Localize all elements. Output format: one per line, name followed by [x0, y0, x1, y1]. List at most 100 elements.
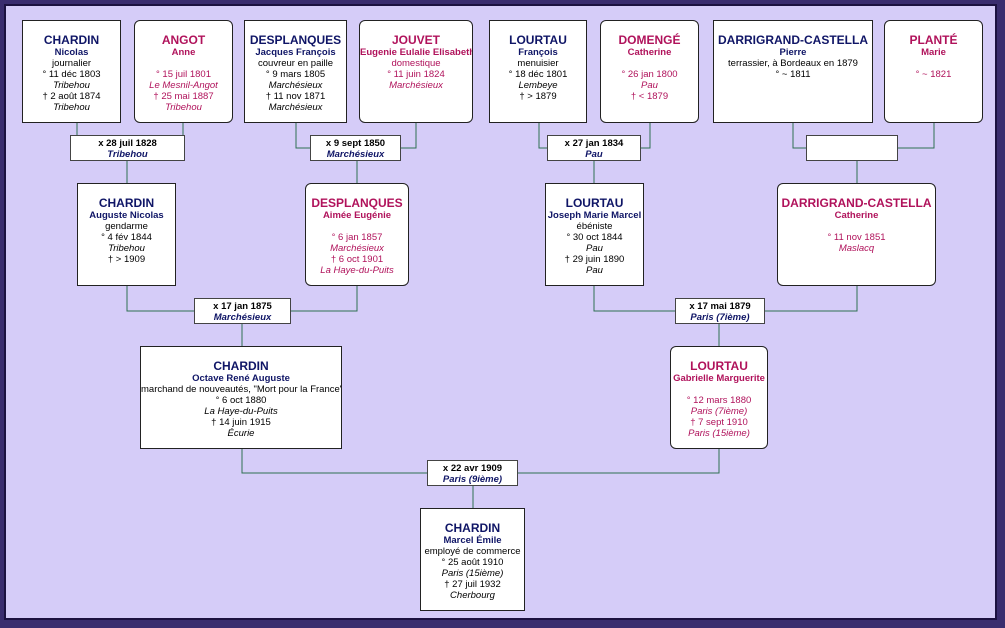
- person-birth: ° 26 jan 1800: [621, 69, 678, 80]
- person-given-name: Gabrielle Marguerite: [673, 373, 765, 384]
- person-given-name: Aimée Eugénie: [322, 210, 392, 221]
- person-given-name: Pierre: [779, 47, 807, 58]
- person-birth: ° 12 mars 1880: [686, 395, 752, 406]
- person-given-name: Joseph Marie Marcel: [547, 210, 642, 221]
- connector-line-15: [593, 286, 675, 312]
- person-death: † 11 nov 1871: [265, 91, 326, 102]
- person-birth-place: Marchésieux: [330, 243, 384, 254]
- person-death: † > 1879: [519, 91, 557, 102]
- connector-line-13: [291, 286, 358, 312]
- person-birth-place: Tribehou: [108, 243, 145, 254]
- person-death: † 14 juin 1915: [211, 417, 271, 428]
- person-occupation: couvreur en paille: [258, 58, 333, 69]
- connector-line-10: [898, 123, 935, 149]
- person-death-place: Écurie: [227, 428, 255, 439]
- person-surname: CHARDIN: [43, 33, 100, 47]
- person-surname: DARRIGRAND-CASTELLA: [781, 196, 932, 210]
- person-birth-place: Marchésieux: [268, 80, 323, 91]
- person-surname: CHARDIN: [213, 359, 269, 373]
- person-death-place: Marchésieux: [268, 102, 323, 113]
- person-occupation: menuisier: [517, 58, 559, 69]
- marriage-date: x 17 mai 1879: [689, 301, 751, 312]
- person-given-name: Eugenie Eulalie Elisabeth: [360, 47, 473, 58]
- person-surname: LOURTAU: [509, 33, 567, 47]
- spacer: [306, 221, 408, 232]
- person-birth-place: Maslacq: [838, 243, 875, 254]
- person-birth-place: Lembeye: [518, 80, 558, 91]
- person-death: † 25 mai 1887: [153, 91, 214, 102]
- person-given-name: Jacques François: [255, 47, 336, 58]
- marriage-place: Marchésieux: [213, 312, 272, 323]
- person-birth-place: Marchésieux: [389, 80, 443, 91]
- person-occupation: marchand de nouveautés, "Mort pour la Fr…: [141, 384, 342, 395]
- person-surname: DOMENGÉ: [618, 33, 681, 47]
- person-birth: ° 11 juin 1824: [387, 69, 445, 80]
- person-given-name: Catherine: [834, 210, 879, 221]
- person-death: † 27 juil 1932: [444, 579, 501, 590]
- person-birth: ° 11 nov 1851: [827, 232, 886, 243]
- person-death: † > 1909: [107, 254, 146, 265]
- person-birth-place: La Haye-du-Puits: [204, 406, 278, 417]
- person-death: † 2 août 1874: [42, 91, 101, 102]
- person-death: † 6 oct 1901: [330, 254, 384, 265]
- connector-line-9: [792, 123, 806, 149]
- person-birth: ° ~ 1821: [915, 69, 952, 80]
- marriage-place: Paris (7ième): [690, 312, 750, 323]
- person-given-name: Marcel Émile: [443, 535, 502, 546]
- person-birth: ° 4 fév 1844: [101, 232, 152, 243]
- person-birth-place: Pau: [586, 243, 603, 254]
- person-birth: ° 15 juil 1801: [155, 69, 212, 80]
- person-birth: ° 11 déc 1803: [42, 69, 101, 80]
- person-birth: ° 25 août 1910: [441, 557, 504, 568]
- person-given-name: Marie: [921, 47, 946, 58]
- person-given-name: Nicolas: [54, 47, 89, 58]
- person-birth-place: Le Mesnil-Angot: [149, 80, 218, 91]
- person-death: † 29 juin 1890: [564, 254, 625, 265]
- person-birth-place: Tribehou: [53, 80, 90, 91]
- person-death-place: Cherbourg: [450, 590, 495, 601]
- spacer: [778, 221, 935, 232]
- person-surname: CHARDIN: [444, 521, 501, 535]
- person-surname: LOURTAU: [565, 196, 624, 210]
- connector-line-7: [641, 123, 651, 149]
- marriage-date: x 22 avr 1909: [442, 463, 503, 474]
- connector-line-16: [765, 286, 858, 312]
- spacer: [885, 58, 982, 69]
- person-death-place: Paris (15ième): [688, 428, 750, 439]
- person-occupation: journalier: [51, 58, 92, 69]
- marriage-place: Marchésieux: [326, 149, 385, 160]
- person-birth: ° ~ 1811: [775, 69, 811, 80]
- connector-line-3: [295, 123, 310, 149]
- person-death-place: Tribehou: [165, 102, 202, 113]
- marriage-box-m4: [806, 135, 898, 161]
- person-given-name: François: [518, 47, 558, 58]
- person-birth: ° 6 jan 1857: [331, 232, 383, 243]
- marriage-date: x 9 sept 1850: [325, 138, 386, 149]
- person-birth-place: Pau: [641, 80, 658, 91]
- marriage-date: x 27 jan 1834: [564, 138, 624, 149]
- connector-line-12: [126, 286, 194, 312]
- person-surname: LOURTAU: [690, 359, 748, 373]
- person-death: † < 1879: [630, 91, 669, 102]
- person-surname: PLANTÉ: [909, 33, 958, 47]
- person-given-name: Anne: [171, 47, 196, 58]
